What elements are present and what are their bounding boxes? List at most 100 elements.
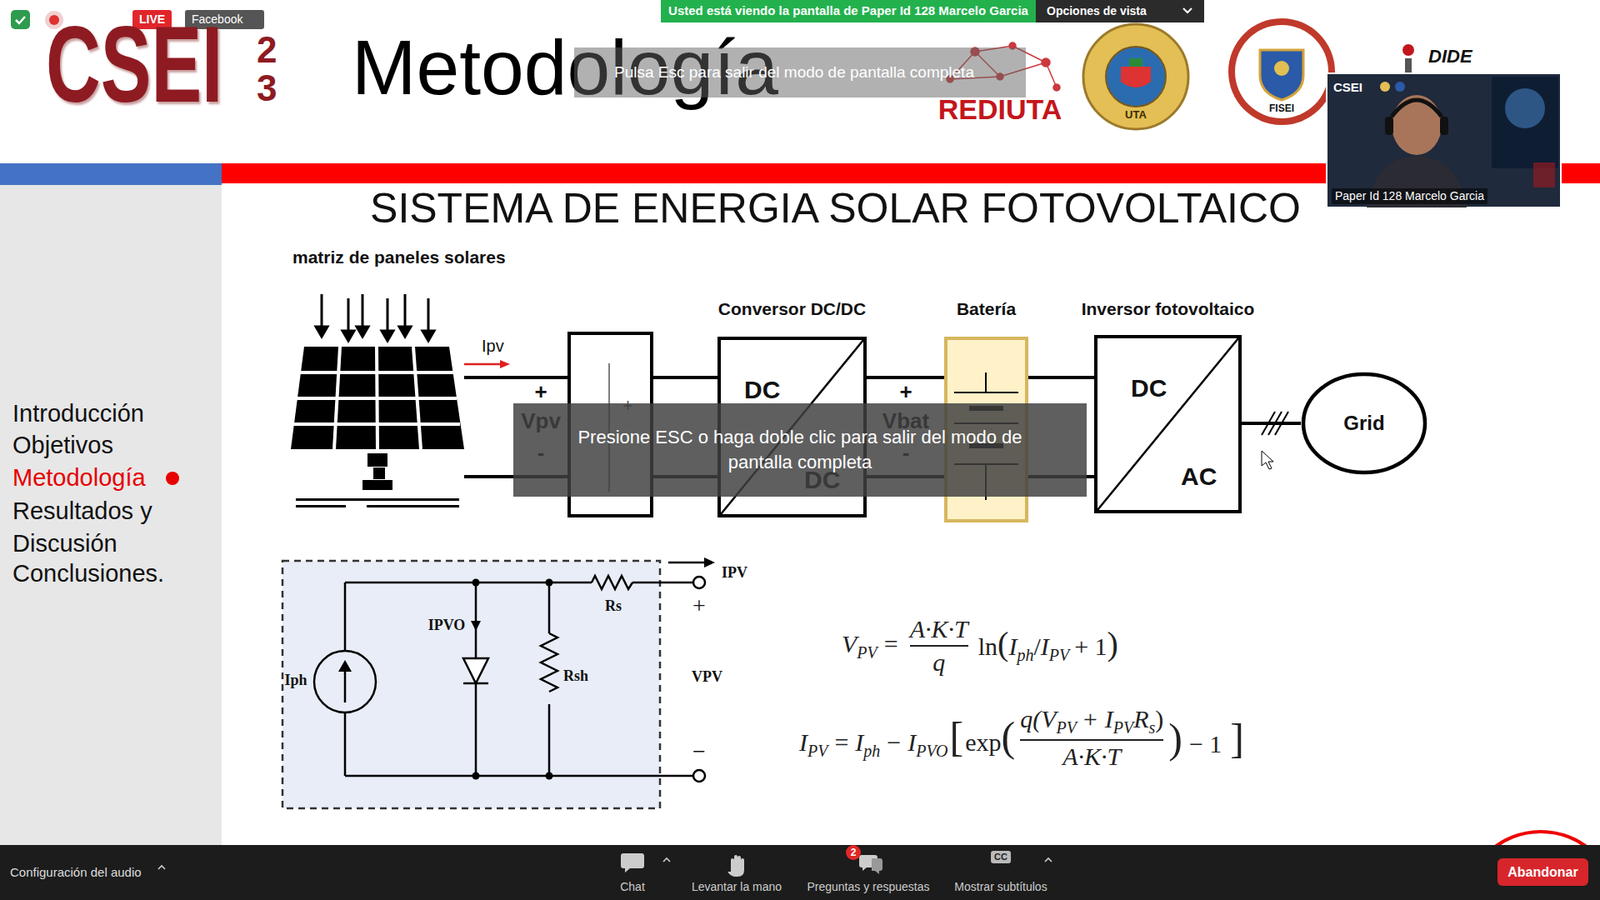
meeting-toolbar [620,853,645,873]
equation-symbol: A·K·T [910,615,969,643]
logo-network [1053,84,1060,91]
equation-symbol: V [841,630,857,658]
nav-marker [165,471,180,485]
logo-network [1041,58,1050,67]
slide-ground [0,183,222,845]
solar-array-picture [422,330,435,341]
equivalent-circuit [475,683,478,776]
webcam-tile [1533,162,1555,188]
webcam-tile [1491,76,1559,169]
logo-text: REDIUTA [938,95,1063,124]
equivalent-circuit [693,576,705,589]
solar-array-picture [399,326,411,337]
equivalent-circuit [693,770,705,782]
equation-row: )− 1] [1168,717,1246,760]
resistor-label: Rs [605,597,622,616]
equivalent-circuit [472,772,480,780]
equivalent-circuit [545,772,554,780]
webcam-tile [1385,116,1394,135]
equivalent-circuit [338,660,352,672]
nav-item: Conclusiones. [12,559,165,589]
nav-marker [165,471,180,485]
equivalent-circuit [344,582,347,651]
meeting-toolbar [0,845,1600,900]
equation-symbol: A·K·T [1062,742,1121,770]
solar-array-picture [381,330,394,341]
leave-button: Abandonar [1497,858,1589,886]
port-label: DC [744,375,780,405]
resistor-label: Rsh [563,667,589,686]
equation-row: VPV= [841,630,905,663]
equation-operator: + 1 [1074,632,1107,660]
fraction-denominator: A·K·T [1020,739,1164,771]
status-icons [15,16,25,24]
solar-array-picture [367,453,388,467]
solar-array-picture [362,480,393,490]
equivalent-circuit [344,712,347,776]
mouse-cursor [1261,450,1274,470]
current-arrow [464,360,510,369]
terminal-sign: − [692,737,706,766]
equation: IPV=Iph−IPVO[exp(q(VPV+ IPVRs)A·K·T)− 1] [799,705,1246,771]
equation-symbol: I [1008,632,1017,660]
current-label: IPVO [428,616,466,635]
equivalent-circuit [345,775,694,778]
wire-connector [866,375,945,380]
equation-operator: − [886,728,901,756]
slide-ground [0,0,1600,845]
webcam-tile [1391,100,1442,117]
slide-ground [0,0,1600,845]
equation-operator: − 1 [1189,730,1222,758]
toolbar-label: Levantar la mano [691,880,782,895]
solar-array-picture [386,298,390,334]
equivalent-circuit [475,582,478,659]
equation-subscript: ph [863,741,880,760]
inverter-diagonal [1097,338,1239,510]
toolbar-label: Preguntas y respuestas [806,880,930,895]
header-bands [0,163,222,185]
view-options-button: Opciones de vista [1046,4,1147,19]
array-heading: matriz de paneles solares [292,246,506,268]
battery-symbol [954,391,1019,394]
equation-bracket: ( [997,625,1009,663]
equation-symbol: q [932,648,945,676]
notification-badge: 2 [845,845,861,860]
equation-symbol: I [1040,632,1050,660]
current-label: Ipv [481,335,505,356]
equation-bracket: ( [1001,713,1016,760]
equation-symbol: I [907,728,916,756]
solar-array-picture [290,294,465,508]
university-seal [1129,58,1143,67]
equivalent-circuit [591,575,633,590]
faculty-seal [1260,50,1304,100]
nav-item: Resultados y Discusión [12,495,192,560]
equation-symbol: q(V [1020,705,1056,733]
equation-operator: = [884,630,899,658]
webcam-tile [1326,73,1561,208]
solar-array: matriz de paneles solares [290,294,465,525]
equation-function: exp [965,728,1001,756]
equivalent-circuit [282,557,715,809]
equation-subscript: PV [807,741,828,760]
voltage-label: VPV [691,668,723,687]
webcam-tile [1395,81,1405,92]
equation-symbol: I [799,728,808,756]
equation-symbol: R [1133,705,1149,733]
equation-operator: = [834,728,849,756]
equation-operator: / [1033,632,1040,660]
webcam-tile [1380,81,1390,92]
equation-function: ln [978,632,998,660]
solar-array-picture [342,330,355,341]
equivalent-circuit [548,582,551,634]
nav-item: Introducción [12,399,145,429]
equation-subscript: PV [1049,645,1070,665]
terminal-sign: + [692,591,706,620]
equation-subscript: PVO [915,741,948,760]
grid-label: Grid [1343,411,1385,436]
equivalent-circuit [472,579,480,587]
solar-array-picture [376,346,378,450]
university-seal [1083,24,1189,130]
battery-symbol [985,372,987,393]
logo-superscript: 3 [256,70,277,107]
